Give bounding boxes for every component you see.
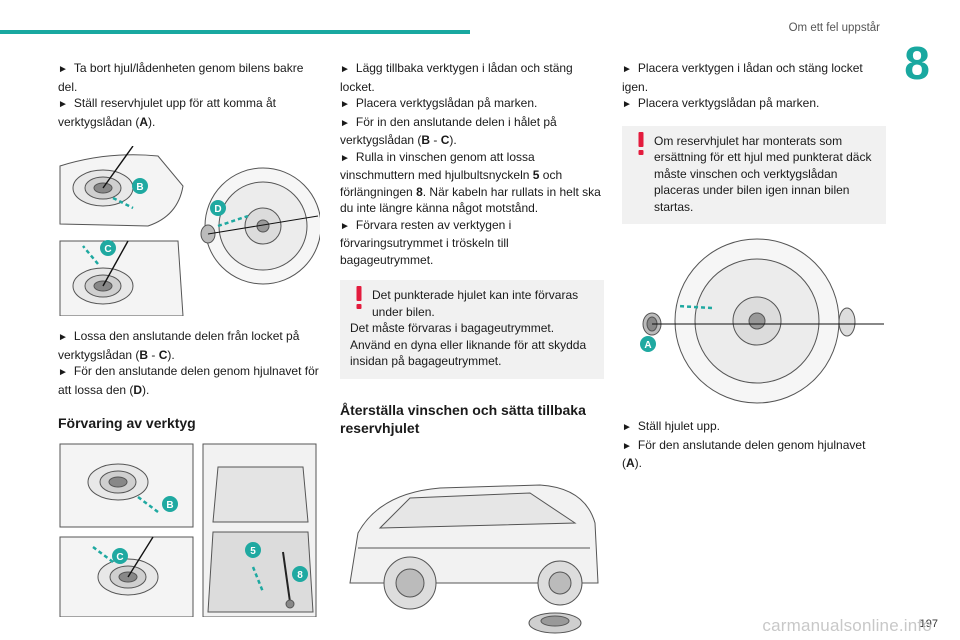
warning-box-spare-fitted: Om reservhjulet har monterats som ersätt… [622, 125, 886, 224]
label-8-marker [292, 566, 308, 582]
figure-wheel-hub-drawing: A [640, 238, 884, 404]
figure-label-5: 5 [250, 546, 256, 557]
exclamation-icon [356, 286, 362, 309]
bullet-arrow-icon: ► [58, 332, 68, 343]
figure-label-c: C [104, 244, 111, 255]
instruction-pass-connector-hub: ►För den anslutande delen genom hjulnave… [622, 437, 866, 471]
section-heading-restore-winch: Återställa vinschen och sätta tillbaka r… [340, 401, 586, 436]
exclamation-icon [638, 131, 644, 155]
chapter-number: 8 [904, 37, 930, 89]
bullet-arrow-icon: ► [622, 440, 632, 452]
label-5-marker [245, 542, 261, 558]
figure-tool-storage-drawing: B C 5 8 [59, 443, 317, 617]
figure-label-c: C [116, 552, 123, 563]
bullet-arrow-icon: ► [58, 64, 68, 75]
label-b-marker [132, 178, 148, 194]
figure-tool-storage: B C 5 8 [58, 442, 320, 617]
bullet-arrow-icon: ► [622, 64, 632, 75]
figure-car-with-spare-drawing [349, 483, 599, 633]
bullet-arrow-icon: ► [58, 367, 68, 378]
figure-wheel-hub: A [622, 236, 886, 406]
bullet-arrow-icon: ► [340, 99, 350, 110]
column-1: ►Ta bort hjul/lådenheten genom bilens ba… [58, 60, 320, 629]
figure-label-b: B [166, 500, 173, 511]
warning-box-punctured-wheel: Det punkterade hjulet kan inte förvaras … [340, 280, 604, 379]
figure-winch-release: B C D [58, 146, 320, 316]
warning-text-3: Använd en dyna eller liknande för att sk… [350, 337, 587, 369]
instruction-return-tools: ►Lägg tillbaka verktygen i lådan och stä… [340, 61, 573, 94]
instruction-rewind-winch: ►Rulla in vinschen genom att lossa vinsc… [340, 149, 601, 216]
figure-label-d: D [214, 204, 221, 215]
label-d-marker [210, 200, 226, 216]
warning-text-1: Det punkterade hjulet kan inte förvaras … [372, 288, 579, 319]
bullet-arrow-icon: ► [622, 99, 632, 110]
label-a-marker [640, 336, 656, 352]
column-2: ►Lägg tillbaka verktygen i lådan och stä… [340, 60, 604, 640]
bullet-arrow-icon: ► [58, 99, 68, 110]
figure-car-with-spare [340, 472, 604, 638]
instruction-store-tools: ►Förvara resten av verktygen i förvaring… [340, 217, 512, 267]
figure-label-8: 8 [297, 570, 303, 581]
bullet-arrow-icon: ► [340, 64, 350, 75]
label-b-marker [162, 496, 178, 512]
instruction-stand-wheel: ►Ställ reservhjulet upp för att komma åt… [58, 96, 276, 129]
figure-label-b: B [136, 182, 143, 193]
instruction-place-box-ground: ►Placera verktygslådan på marken. [622, 96, 820, 110]
column-3: ►Placera verktygen i lådan och stäng loc… [622, 60, 886, 472]
bullet-arrow-icon: ► [340, 152, 350, 164]
page-section-title: Om ett fel uppstår [788, 22, 880, 34]
label-c-marker [100, 240, 116, 256]
instruction-close-box: ►Placera verktygen i lådan och stäng loc… [622, 61, 863, 94]
figure-winch-release-drawing: B C D [59, 146, 320, 316]
instruction-remove-wheel: ►Ta bort hjul/lådenheten genom bilens ba… [58, 61, 304, 94]
instruction-stand-wheel-up: ►Ställ hjulet upp. [622, 419, 720, 433]
bullet-arrow-icon: ► [622, 422, 632, 433]
warning-text-spare: Om reservhjulet har monterats som ersätt… [654, 133, 872, 214]
section-heading-tool-storage: Förvaring av verktyg [58, 415, 196, 431]
label-c-marker [112, 548, 128, 564]
bullet-arrow-icon: ► [340, 117, 350, 129]
figure-label-a: A [644, 340, 651, 351]
bullet-arrow-icon: ► [340, 220, 350, 232]
instruction-loosen-connector: ►Lossa den anslutande delen från locket … [58, 329, 300, 362]
instruction-place-box: ►Placera verktygslådan på marken. [340, 96, 538, 110]
instruction-pass-through-hub: ►För den anslutande delen genom hjulnave… [58, 364, 319, 397]
warning-text-2: Det måste förvaras i bagageutrymmet. [350, 321, 555, 335]
header-accent-bar [0, 30, 470, 34]
instruction-insert-connector: ►För in den anslutande delen i hålet på … [340, 114, 557, 148]
watermark: carmanualsonline.info [762, 616, 932, 635]
page-number: 197 [919, 618, 938, 630]
